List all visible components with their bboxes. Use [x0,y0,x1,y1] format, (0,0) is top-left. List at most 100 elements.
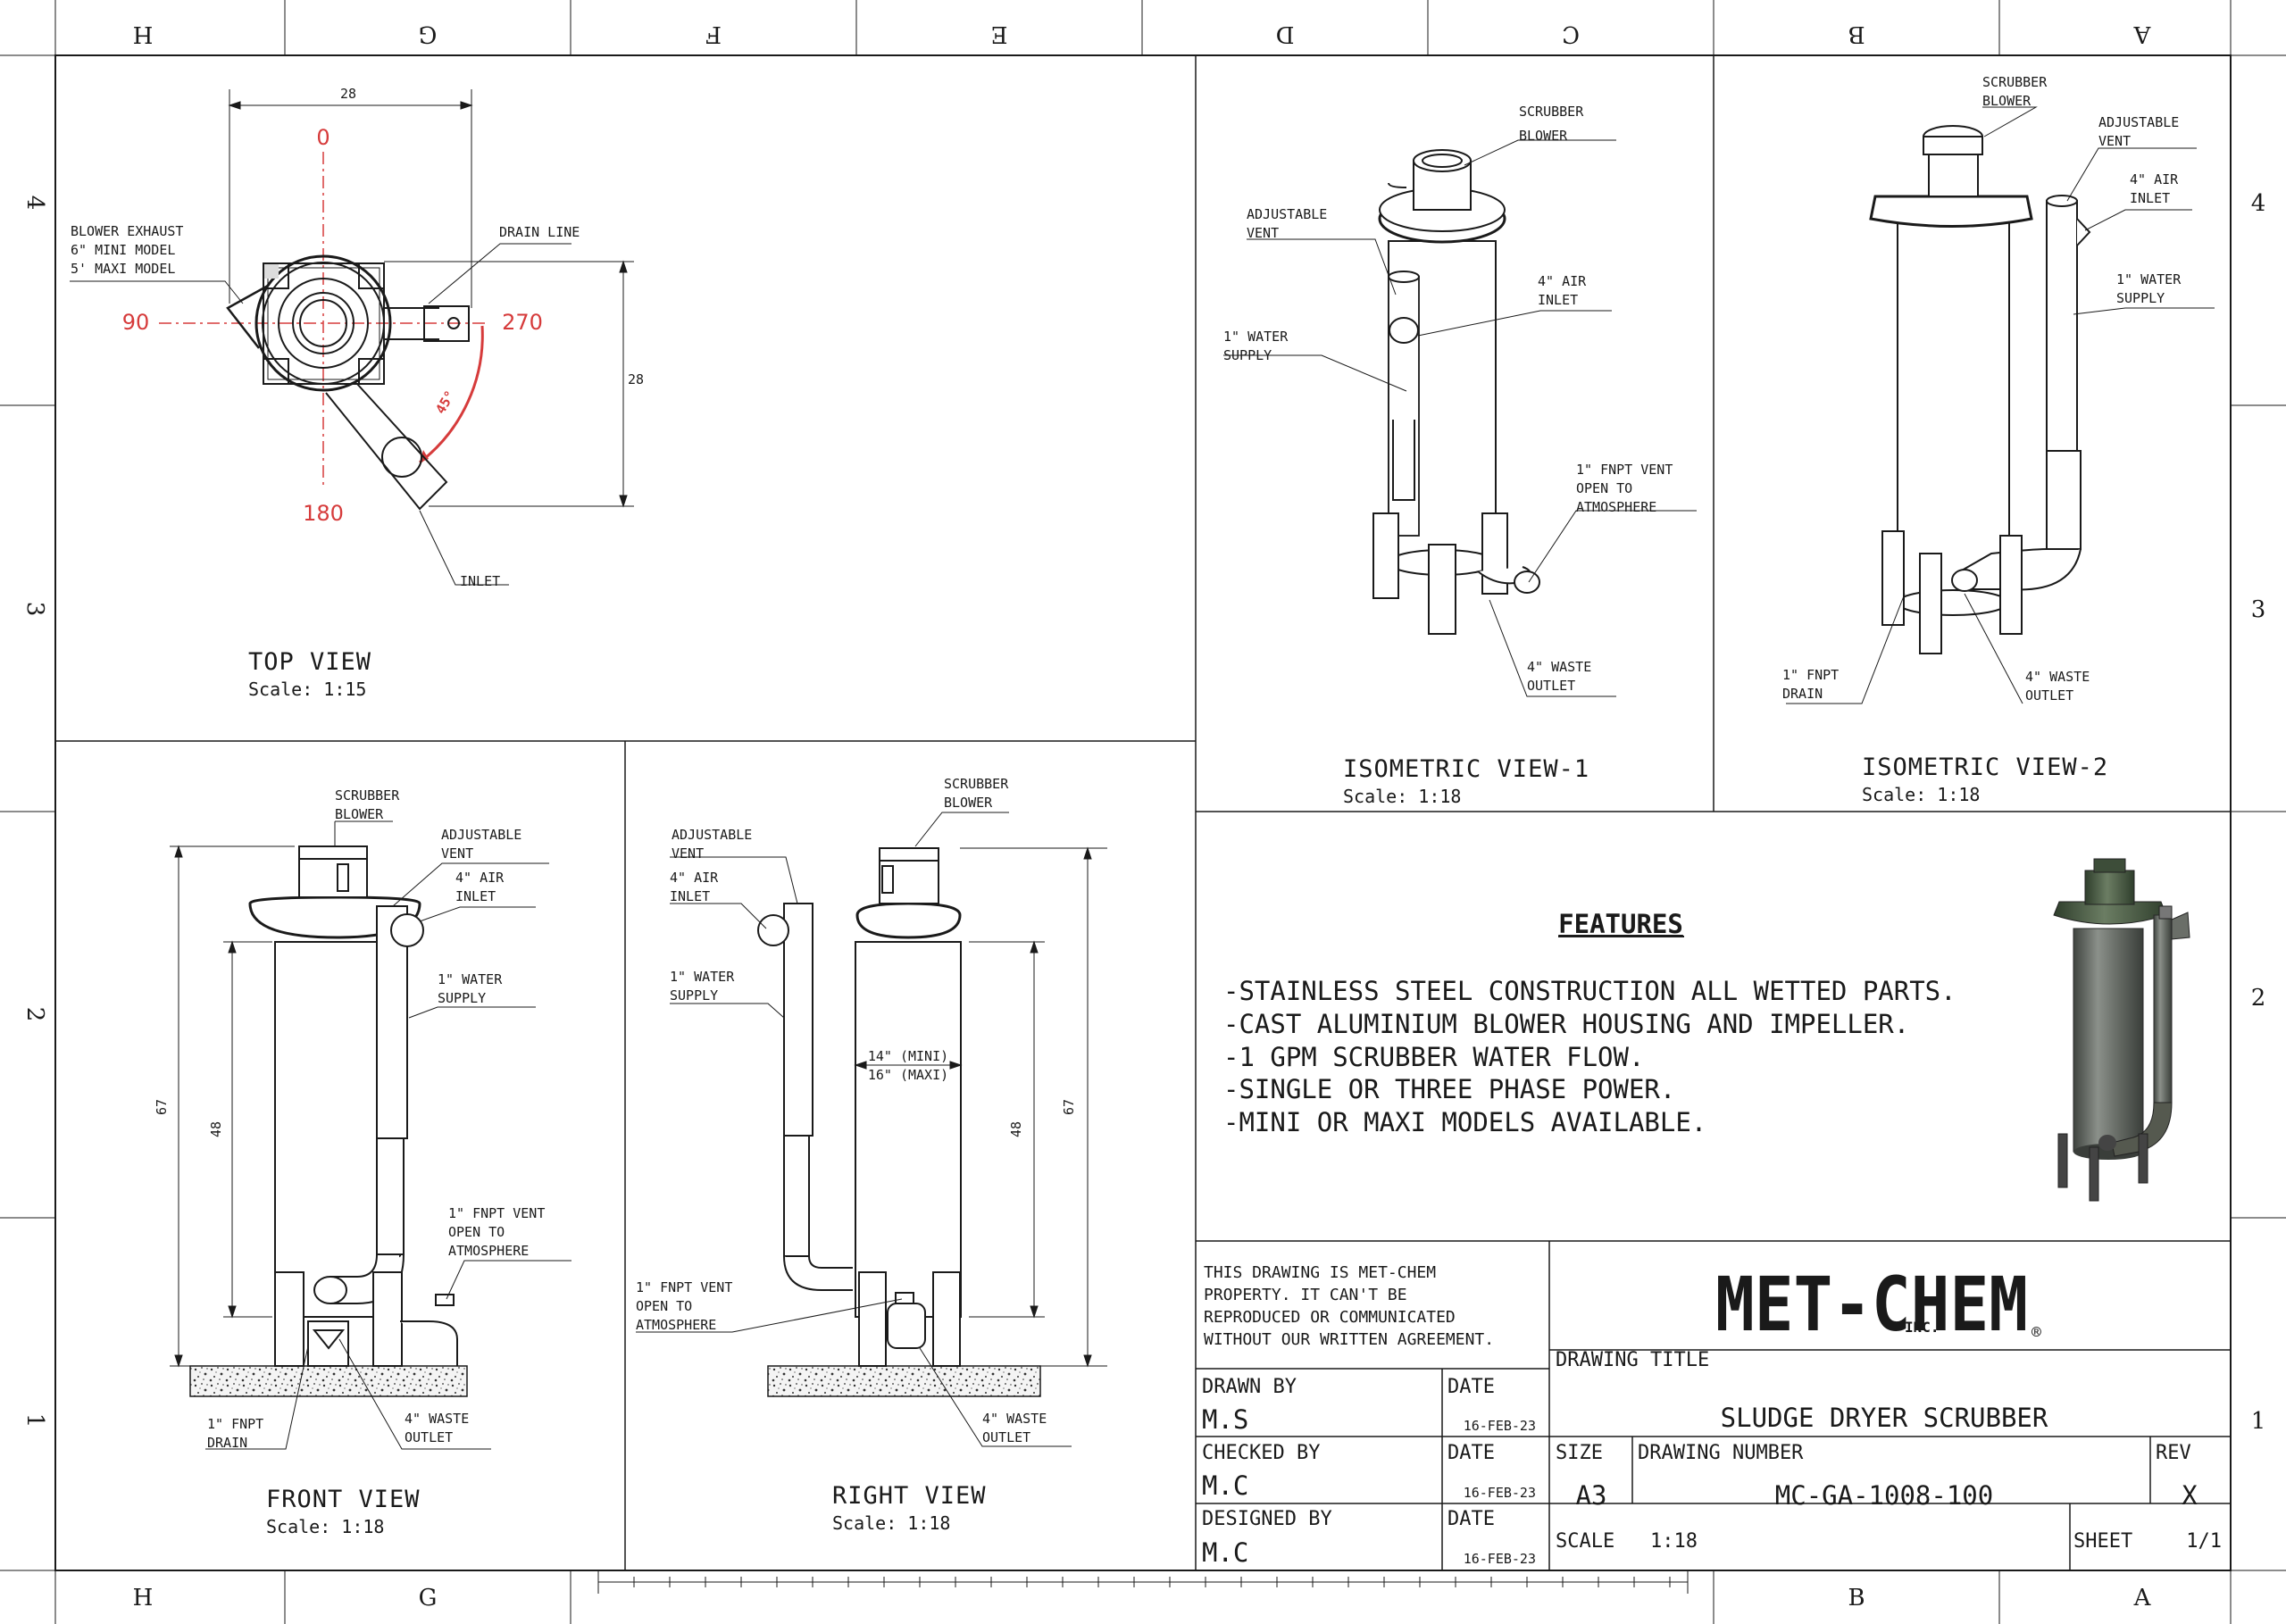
feature-item-1: -STAINLESS STEEL CONSTRUCTION ALL WETTED… [1223,976,1956,1006]
iso2-label-blower-1: SCRUBBER [1982,74,2048,90]
zone-bottom-4: A [2133,1585,2152,1612]
zone-top-7: B [1848,21,1865,47]
property-note-3: REPRODUCED OR COMMUNICATED [1204,1308,1456,1327]
front-label-water-1: 1" WATER [438,971,503,987]
zone-bottom-2: G [419,1585,438,1612]
right-label-waste-2: OUTLET [982,1429,1030,1445]
iso2-label-drain-2: DRAIN [1782,686,1823,702]
right-label-vent-1: ADJUSTABLE [672,827,752,843]
front-label-water-2: SUPPLY [438,990,486,1006]
view-title-iso1: ISOMETRIC VIEW-1 [1343,755,1589,783]
right-dimensions [636,812,1107,1447]
iso1-label-waste-2: OUTLET [1527,678,1575,694]
view-scale-iso1: Scale: 1:18 [1343,786,1461,807]
front-floor [189,1365,468,1397]
angle-label-45: 45° [432,387,458,416]
scale-value: 1:18 [1650,1530,1698,1553]
label-blower-exhaust-3: 5' MAXI MODEL [71,261,175,277]
iso2-label-water-2: SUPPLY [2116,290,2165,306]
title-block-grid [1196,1240,2231,1570]
angle-label-180: 180 [303,501,344,526]
right-dim-total: 67 [1061,1099,1077,1115]
checked-by-value: M.C [1202,1470,1248,1501]
iso1-geometry [1372,149,1540,635]
front-label-waste-2: OUTLET [405,1429,453,1445]
view-scale-top: Scale: 1:15 [248,679,366,700]
met-chem-logo: MET-CHEM INC. ® [1715,1261,2041,1348]
right-dim-body: 48 [1008,1121,1024,1137]
isometric-view-1: SCRUBBER BLOWER ADJUSTABLE VENT 4" AIR I… [1223,104,1697,807]
front-view: 67 48 SCRUBBER BLOWER ADJUSTABLE VENT 4"… [154,787,572,1537]
right-dim-dia-2: 16" (MAXI) [868,1067,948,1083]
zone-left-2: 3 [21,602,48,617]
view-scale-front: Scale: 1:18 [266,1516,384,1537]
iso2-geometry [1869,125,2091,654]
right-label-vent-2: VENT [672,845,704,862]
label-blower-exhaust-2: 6" MINI MODEL [71,242,175,258]
designed-by-value: M.C [1202,1537,1248,1568]
iso2-label-air-1: 4" AIR [2130,171,2179,187]
top-view-dimensions [70,89,634,586]
right-label-fnpt-3: ATMOSPHERE [636,1317,716,1333]
zone-top-2: G [419,21,438,47]
iso1-label-blower-2: BLOWER [1519,128,1568,144]
zone-left-3: 2 [21,1007,48,1022]
zone-bottom-1: H [133,1585,154,1612]
drawing-title-label: DRAWING TITLE [1556,1349,1709,1371]
date-drawn-value: 16-FEB-23 [1464,1418,1536,1434]
view-title-iso2: ISOMETRIC VIEW-2 [1862,754,2108,781]
front-label-fnpt-3: ATMOSPHERE [448,1243,529,1259]
iso2-leaders [1786,106,2215,704]
drawing-title: SLUDGE DRYER SCRUBBER [1721,1403,2048,1433]
view-dividers [55,55,2231,1570]
label-inlet: INLET [460,573,500,589]
zone-top-3: F [705,21,722,47]
label-blower-exhaust-1: BLOWER EXHAUST [71,223,183,239]
drawn-by-label: DRAWN BY [1202,1376,1297,1398]
top-view-fill [264,264,279,279]
front-label-vent-1: ADJUSTABLE [441,827,521,843]
iso1-label-blower-1: SCRUBBER [1519,104,1584,120]
iso2-label-water-1: 1" WATER [2116,271,2182,287]
dim-height: 28 [628,371,644,387]
zone-left-4: 1 [21,1413,48,1428]
zone-left-1: 4 [21,196,48,211]
front-label-air-2: INLET [455,888,496,904]
iso2-label-vent-1: ADJUSTABLE [2098,114,2179,130]
zone-top-5: D [1276,21,1295,47]
zone-labels: H G F E D C B A H G B A 4 3 2 1 4 3 2 1 [21,21,2265,1612]
iso2-label-air-2: INLET [2130,190,2170,206]
features-heading: FEATURES [1558,909,1683,939]
top-view: 0 90 180 270 45° [70,86,644,700]
date-label-checked: DATE [1448,1442,1495,1464]
zone-right-1: 4 [2251,190,2266,217]
iso1-label-waste-1: 4" WASTE [1527,659,1591,675]
front-label-fnpt-1: 1" FNPT VENT [448,1205,545,1221]
product-render-image [2053,858,2190,1202]
sheet-label: SHEET [2073,1530,2132,1553]
scale-label: SCALE [1556,1530,1614,1553]
front-label-air-1: 4" AIR [455,870,505,886]
front-label-blower-1: SCRUBBER [335,787,400,804]
front-label-vent-2: VENT [441,845,473,862]
front-label-fnpt-2: OPEN TO [448,1224,505,1240]
iso1-label-air-1: 4" AIR [1538,273,1587,289]
iso1-label-fnpt-2: OPEN TO [1576,480,1632,496]
iso1-label-fnpt-3: ATMOSPHERE [1576,499,1656,515]
iso1-label-vent-2: VENT [1247,225,1279,241]
zone-top-6: C [1562,21,1580,47]
front-geometry [248,845,458,1367]
iso2-label-waste-2: OUTLET [2025,687,2073,704]
size-value: A3 [1576,1480,1607,1511]
bottom-ruler-ticks [597,1577,1671,1587]
date-label-drawn: DATE [1448,1376,1495,1398]
property-note-2: PROPERTY. IT CAN'T BE [1204,1286,1407,1304]
logo-registered: ® [2032,1323,2041,1342]
rev-label: REV [2156,1442,2191,1464]
title-block: THIS DRAWING IS MET-CHEM PROPERTY. IT CA… [1196,1240,2231,1570]
designed-by-label: DESIGNED BY [1202,1508,1332,1530]
iso1-label-vent-1: ADJUSTABLE [1247,206,1327,222]
angle-label-90: 90 [122,310,150,335]
zone-bottom-3: B [1848,1585,1865,1612]
